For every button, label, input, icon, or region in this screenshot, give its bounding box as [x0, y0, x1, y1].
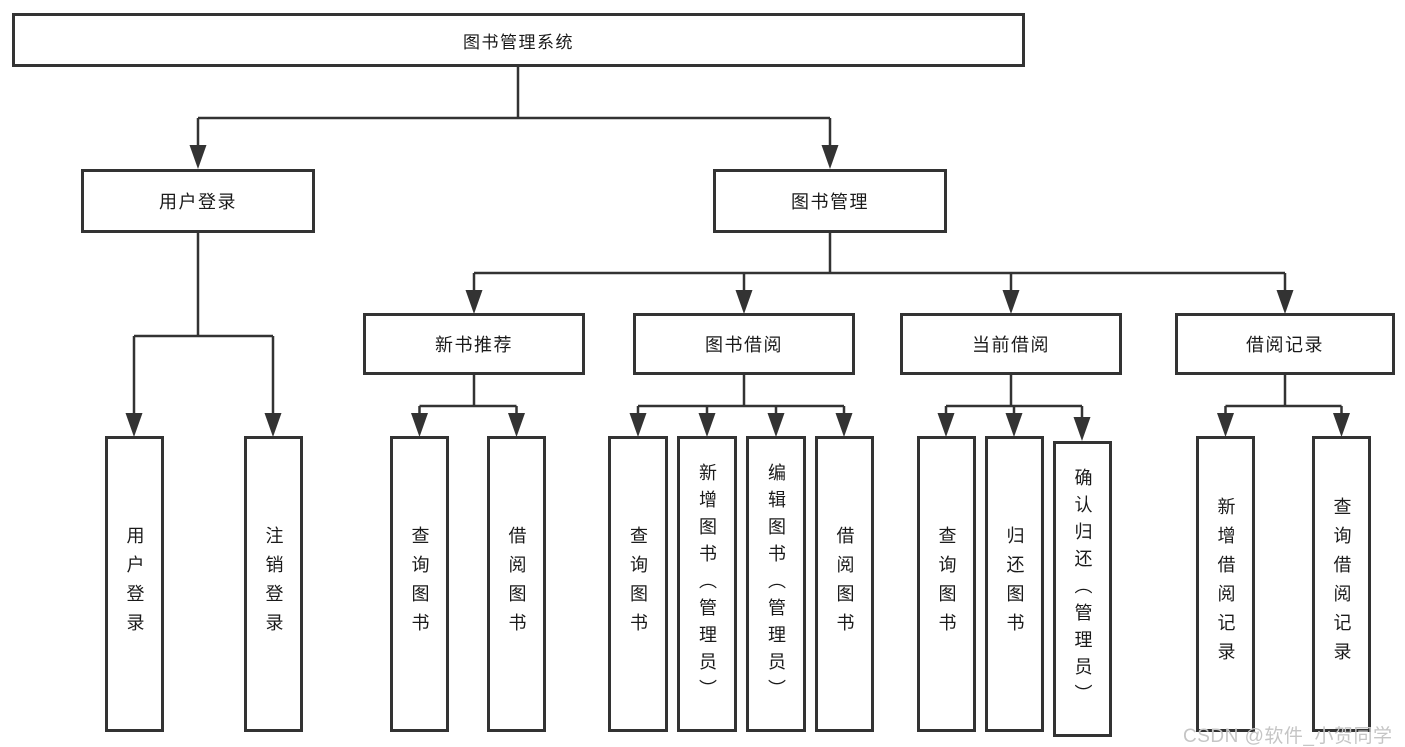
- connector-current-to-leaves: [937, 374, 1091, 441]
- node-new-book-recommend: 新书推荐: [363, 313, 585, 375]
- node-book-borrow: 图书借阅: [633, 313, 855, 375]
- leaf-borrow-edit-admin: 编辑图书（管理员）: [746, 436, 806, 732]
- leaf-records-query: 查询借阅记录: [1312, 436, 1371, 732]
- leaf-current-query: 查询图书: [917, 436, 976, 732]
- node-book-management: 图书管理: [713, 169, 947, 233]
- node-borrow-records: 借阅记录: [1175, 313, 1395, 375]
- leaf-current-return: 归还图书: [985, 436, 1044, 732]
- connector-management-to-level3: [465, 233, 1294, 314]
- leaf-records-add: 新增借阅记录: [1196, 436, 1255, 732]
- node-library-system: 图书管理系统: [12, 13, 1025, 67]
- connector-borrow-to-leaves: [629, 374, 853, 437]
- leaf-newbook-query: 查询图书: [390, 436, 449, 732]
- connector-newbook-to-leaves: [411, 374, 525, 437]
- connector-root-to-level2: [189, 66, 839, 169]
- leaf-user-login: 用户登录: [105, 436, 164, 732]
- leaf-current-confirm-admin: 确认归还（管理员）: [1053, 441, 1112, 737]
- csdn-watermark: CSDN @软件_小贺同学: [1183, 726, 1393, 747]
- leaf-borrow-add-admin: 新增图书（管理员）: [677, 436, 737, 732]
- node-user-login: 用户登录: [81, 169, 315, 233]
- connector-records-to-leaves: [1217, 374, 1350, 437]
- leaf-newbook-borrow: 借阅图书: [487, 436, 546, 732]
- leaf-logout: 注销登录: [244, 436, 303, 732]
- leaf-borrow-borrow: 借阅图书: [815, 436, 874, 732]
- leaf-borrow-query: 查询图书: [608, 436, 668, 732]
- connector-login-to-leaves: [125, 233, 282, 437]
- node-current-borrow: 当前借阅: [900, 313, 1122, 375]
